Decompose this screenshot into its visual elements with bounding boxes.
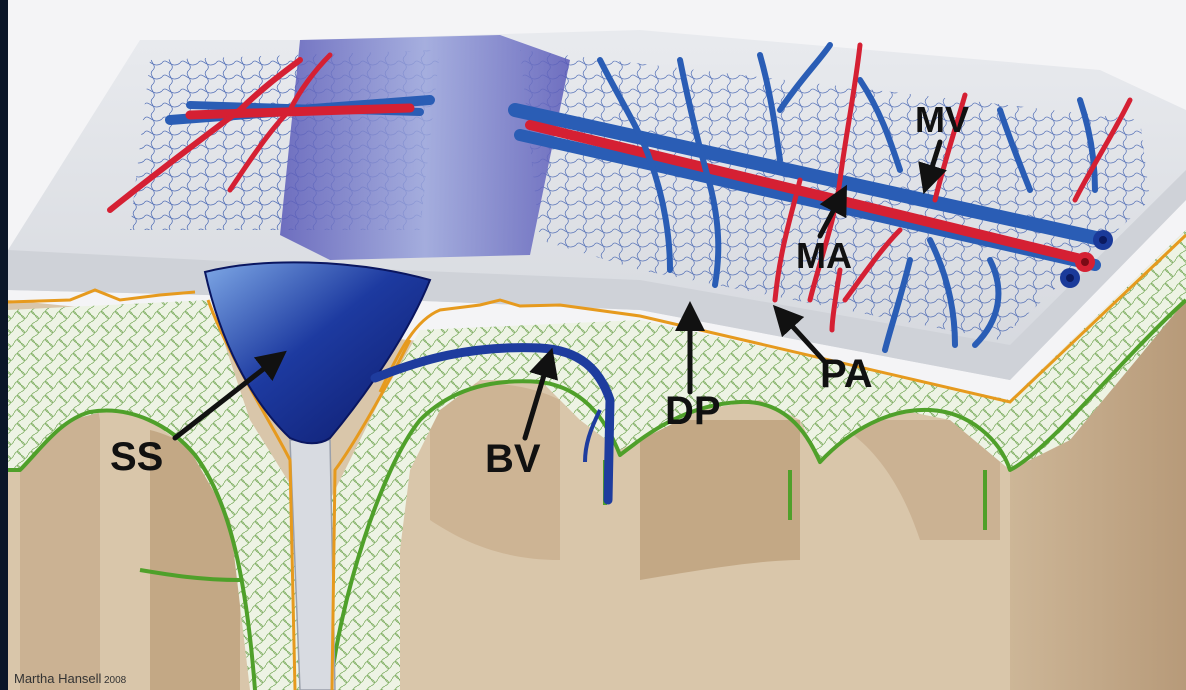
- label-ma: MA: [796, 235, 852, 276]
- credit-author: Martha Hansell: [14, 671, 102, 686]
- label-mv: MV: [915, 99, 969, 140]
- label-ss: SS: [110, 435, 163, 479]
- label-pa: PA: [820, 352, 873, 396]
- credit-year: 2008: [104, 675, 127, 686]
- label-dp: DP: [665, 389, 721, 433]
- superior-sagittal-band: [280, 35, 570, 260]
- label-bv: BV: [485, 437, 541, 481]
